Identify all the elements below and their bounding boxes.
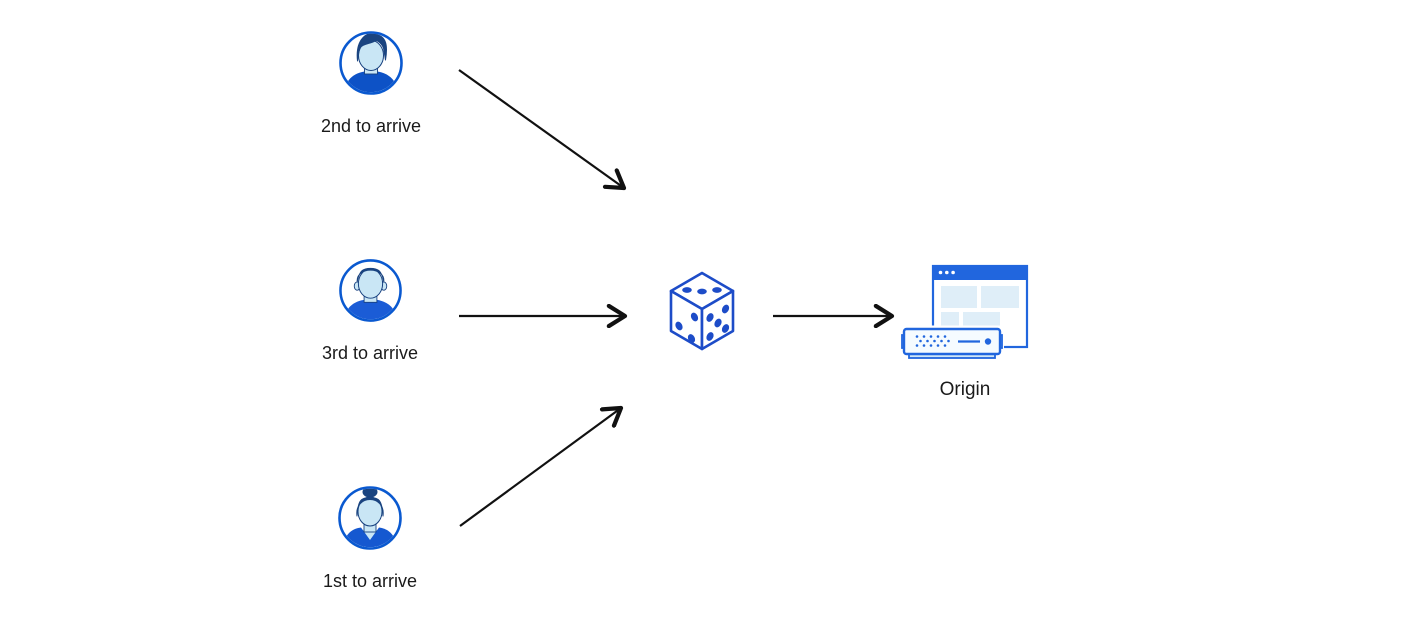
node-1st-to-arrive: 1st to arrive — [290, 485, 450, 592]
arrow-1st-to-dice — [459, 408, 621, 527]
node-label-2nd-to-arrive: 2nd to arrive — [320, 116, 422, 136]
node-2nd-to-arrive: 2nd to arrive — [291, 30, 451, 137]
node-label-origin: Origin — [939, 379, 991, 400]
avatar-male-quiff-icon — [339, 31, 403, 95]
node-label-1st-to-arrive: 1st to arrive — [322, 571, 418, 591]
dice-icon — [669, 271, 735, 351]
node-origin: Origin — [885, 262, 1045, 401]
node-label-3rd-to-arrive: 3rd to arrive — [321, 343, 419, 363]
node-3rd-to-arrive: 3rd to arrive — [290, 258, 450, 364]
avatar-male-short-hair-icon — [338, 259, 402, 322]
avatar-female-bun-icon — [338, 486, 402, 550]
node-random-dice — [668, 270, 736, 352]
origin-server-icon — [900, 264, 1029, 359]
arrow-2nd-to-dice — [458, 69, 624, 188]
